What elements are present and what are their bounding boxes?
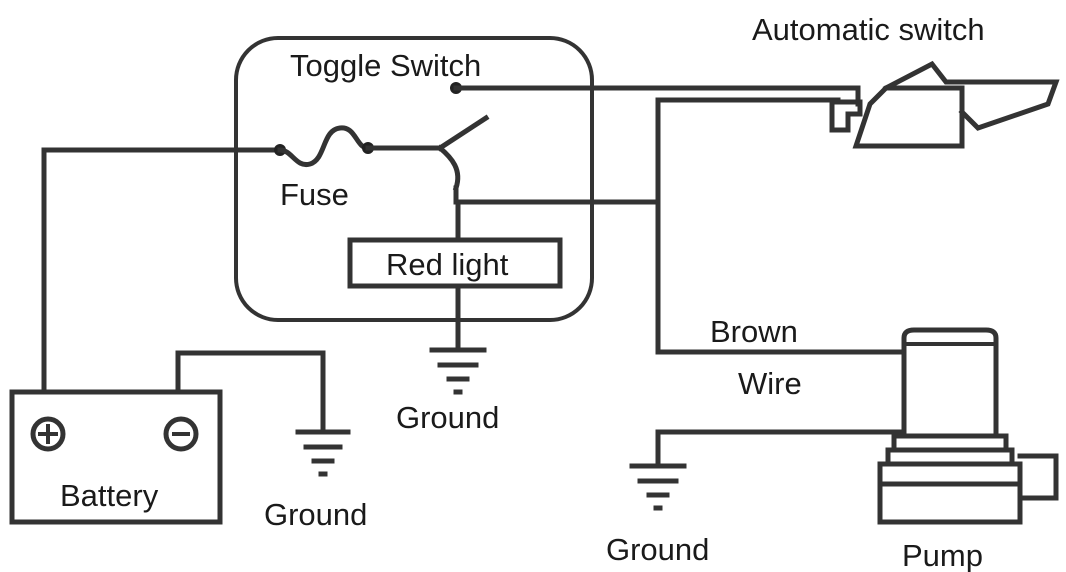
battery-label: Battery xyxy=(60,478,159,513)
pump-ground-wire xyxy=(655,429,905,469)
negative-terminal-icon xyxy=(163,416,199,452)
ground-icon-pump xyxy=(629,463,687,511)
red-light-label: Red light xyxy=(386,247,509,282)
red-light: Red light xyxy=(347,237,563,289)
brown-wire-label-line1: Brown xyxy=(710,314,798,349)
automatic-switch-icon xyxy=(829,60,1060,149)
fuse-icon xyxy=(274,125,374,168)
auto-to-pump-wire xyxy=(655,97,905,355)
ground-icon-center xyxy=(429,347,487,395)
battery: Battery xyxy=(9,389,223,525)
switch-to-auto-wire xyxy=(453,85,861,107)
control-panel-box xyxy=(234,36,594,322)
toggle-switch-icon xyxy=(436,82,490,192)
ground-label-battery: Ground xyxy=(264,497,367,532)
positive-terminal-icon xyxy=(30,416,66,452)
automatic-switch-label: Automatic switch xyxy=(752,12,985,47)
fuse-label: Fuse xyxy=(280,177,349,212)
ground-label-pump: Ground xyxy=(606,532,709,567)
positive-wire xyxy=(41,147,283,395)
toggle-switch-label: Toggle Switch xyxy=(290,48,481,83)
pump-label: Pump xyxy=(902,538,983,572)
ground-label-center: Ground xyxy=(396,400,499,435)
switch-output-wire xyxy=(453,185,659,205)
pump-icon xyxy=(877,327,1059,525)
negative-wire xyxy=(175,350,326,435)
ground-icon-battery xyxy=(295,429,351,477)
brown-wire-label-line2: Wire xyxy=(738,366,802,401)
